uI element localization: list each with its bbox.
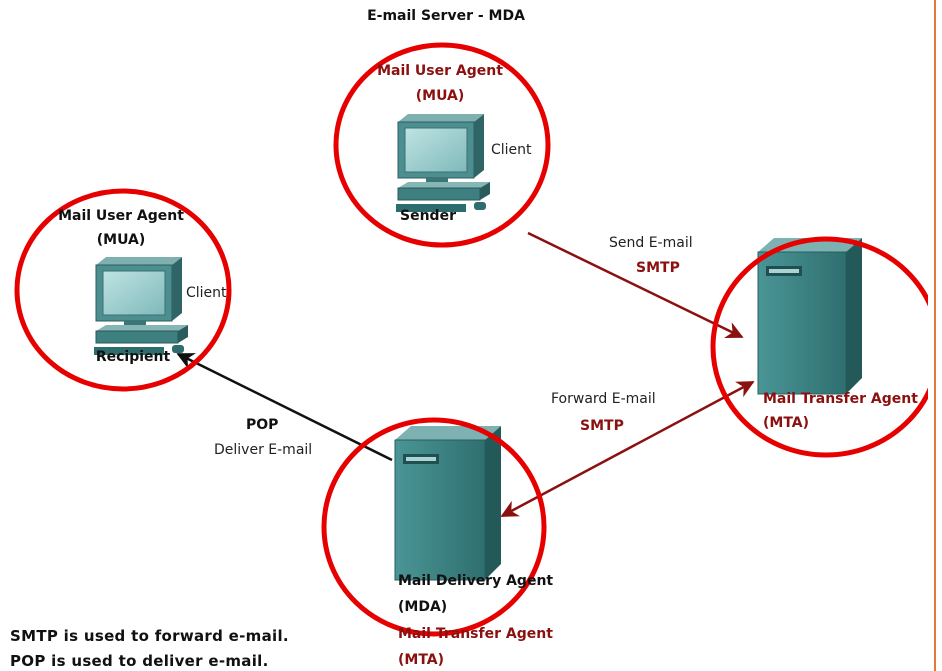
- recipient-highlight-circle: [14, 188, 232, 392]
- recipient-computer-icon: [94, 257, 188, 355]
- sender-role-label: Sender: [400, 208, 456, 224]
- page-title: E-mail Server - MDA: [367, 8, 525, 24]
- forward-smtp-label: SMTP: [580, 418, 624, 434]
- sender-highlight-circle: [333, 42, 551, 248]
- note-pop: POP is used to deliver e-mail.: [10, 652, 269, 670]
- mda-title: Mail Delivery Agent: [398, 573, 554, 589]
- deliver-email-arrow: [176, 352, 393, 462]
- accent-border-line: [934, 0, 936, 671]
- sender-mua-abbrev: (MUA): [415, 88, 465, 104]
- forward-email-label: Forward E-mail: [551, 391, 656, 407]
- forward-email-arrow: [500, 380, 755, 518]
- mda-mta-abbrev: (MTA): [398, 652, 445, 668]
- mda-highlight-circle: [321, 417, 547, 637]
- mta-abbrev: (MTA): [763, 415, 810, 431]
- mta-server-icon: [757, 238, 862, 395]
- mda-server-icon: [394, 426, 501, 581]
- mda-abbrev: (MDA): [398, 599, 448, 615]
- note-smtp: SMTP is used to forward e-mail.: [10, 627, 289, 645]
- recipient-role-label: Recipient: [95, 349, 171, 365]
- send-email-arrow: [527, 231, 744, 339]
- deliver-pop-label: POP: [246, 417, 279, 433]
- deliver-email-label: Deliver E-mail: [214, 442, 313, 458]
- recipient-mua-title: Mail User Agent: [58, 208, 184, 224]
- mda-mta-title: Mail Transfer Agent: [398, 626, 553, 642]
- send-smtp-label: SMTP: [636, 260, 680, 276]
- mta-title: Mail Transfer Agent: [763, 391, 918, 407]
- sender-client-label: Client: [491, 142, 532, 158]
- recipient-mua-abbrev: (MUA): [96, 232, 146, 248]
- sender-computer-icon: [396, 114, 490, 212]
- recipient-client-label: Client: [186, 285, 227, 301]
- sender-mua-title: Mail User Agent: [377, 63, 503, 79]
- send-email-label: Send E-mail: [609, 235, 693, 251]
